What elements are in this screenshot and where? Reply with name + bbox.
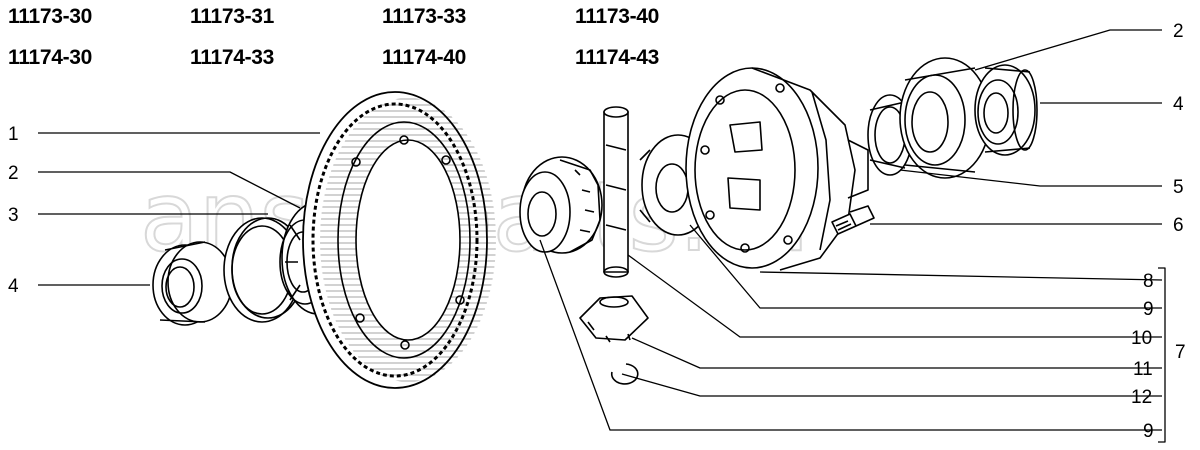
callout-6: 6 xyxy=(1173,215,1184,236)
model-code-11173-31: 11173-31 xyxy=(190,5,275,28)
model-code-11174-33: 11174-33 xyxy=(190,46,275,69)
callout-12: 12 xyxy=(1131,387,1152,408)
callout-4-left: 4 xyxy=(8,276,19,297)
callout-9-lower: 9 xyxy=(1143,421,1154,442)
oil-seal-right xyxy=(974,64,1038,156)
callout-8: 8 xyxy=(1143,271,1154,292)
callout-5: 5 xyxy=(1173,177,1184,198)
model-code-11173-30: 11173-30 xyxy=(8,5,93,28)
callout-10: 10 xyxy=(1131,328,1152,349)
callout-2-left: 2 xyxy=(8,163,19,184)
callout-9-upper: 9 xyxy=(1143,299,1154,320)
model-code-11174-40: 11174-40 xyxy=(382,46,467,69)
bolt xyxy=(831,205,875,235)
callout-4-right: 4 xyxy=(1173,94,1184,115)
planet-gear-bottom xyxy=(579,295,649,343)
side-gear-left xyxy=(519,156,603,254)
oil-seal-left xyxy=(152,241,233,326)
model-code-11173-40: 11173-40 xyxy=(575,5,660,28)
model-code-11174-30: 11174-30 xyxy=(8,46,93,69)
ring-gear xyxy=(302,91,496,389)
callout-2-right: 2 xyxy=(1173,21,1184,42)
model-code-11174-43: 11174-43 xyxy=(575,46,660,69)
callout-11: 11 xyxy=(1133,359,1153,380)
callout-1: 1 xyxy=(8,124,19,145)
shim-ring xyxy=(223,217,305,323)
callout-3: 3 xyxy=(8,205,19,226)
circlip xyxy=(610,363,639,385)
model-code-11173-33: 11173-33 xyxy=(382,5,467,28)
differential-case xyxy=(685,67,869,271)
bearing-right xyxy=(899,57,991,179)
leader-lines xyxy=(38,29,1166,443)
callout-7-group: 7 xyxy=(1175,342,1186,363)
pinion-shaft xyxy=(603,106,629,278)
